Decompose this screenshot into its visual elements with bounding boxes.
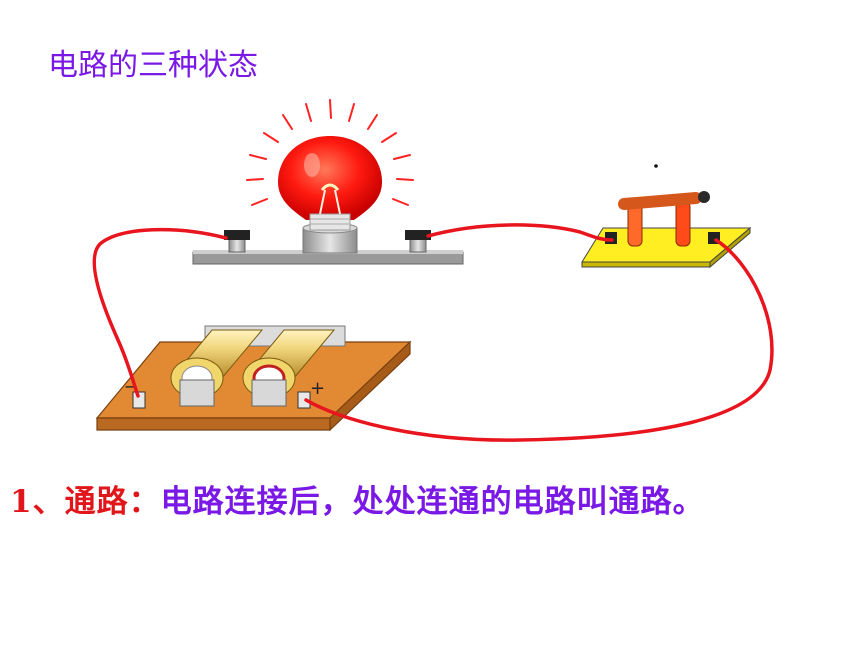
bulb-glow-rays xyxy=(246,99,414,206)
caption-definition: 电路连接后，处处连通的电路叫通路。 xyxy=(160,484,705,520)
light-bulb xyxy=(278,136,382,231)
battery-cell-2 xyxy=(242,329,336,407)
battery-cell-1 xyxy=(170,329,264,407)
circuit-diagram: − + xyxy=(92,99,774,442)
knife-switch xyxy=(581,164,752,269)
definition-caption: 1、通路：电路连接后，处处连通的电路叫通路。 xyxy=(10,476,705,521)
caption-term: 通路： xyxy=(64,484,161,520)
battery-holder: − + xyxy=(95,325,412,432)
positive-terminal-label: + xyxy=(310,378,325,399)
circuit-wires xyxy=(92,223,774,442)
wire-switch-to-battery xyxy=(304,238,774,442)
wire-lamp-to-switch xyxy=(426,223,614,242)
caption-number: 1、 xyxy=(10,484,65,520)
wire-lamp-to-battery xyxy=(92,227,228,398)
slide-title: 电路的三种状态 xyxy=(48,48,258,83)
